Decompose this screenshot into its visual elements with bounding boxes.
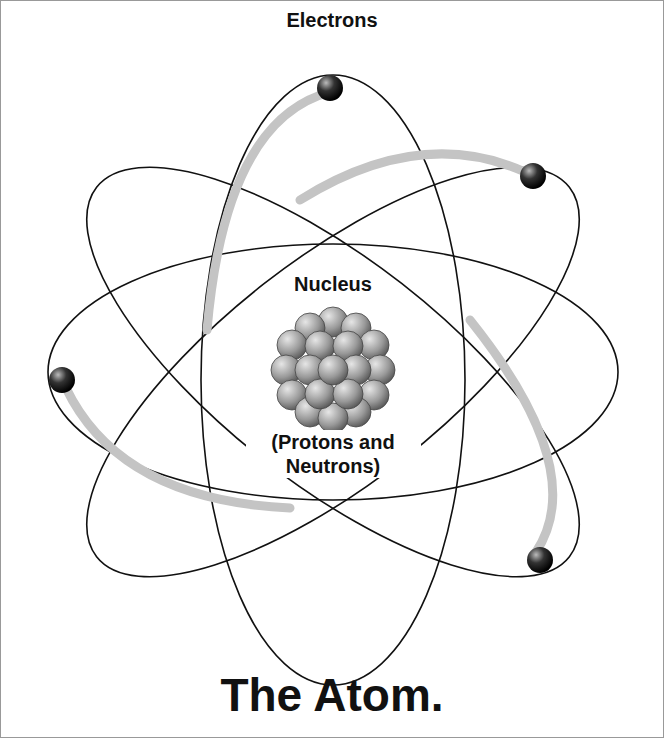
electrons-label-box: Electrons: [212, 8, 452, 32]
orbit-ribbons: [66, 92, 553, 552]
title: The Atom.: [216, 668, 447, 723]
electrons-label: Electrons: [282, 8, 381, 32]
particles-label-box: (Protons and Neutrons): [246, 430, 421, 478]
nucleus-label: Nucleus: [290, 272, 376, 296]
title-box: The Atom.: [32, 668, 632, 723]
nucleus: [271, 307, 395, 433]
particles-label: (Protons and Neutrons): [246, 430, 421, 478]
nucleus-label-box: Nucleus: [233, 272, 433, 296]
electrons: [49, 75, 553, 573]
orbits: [28, 75, 639, 685]
